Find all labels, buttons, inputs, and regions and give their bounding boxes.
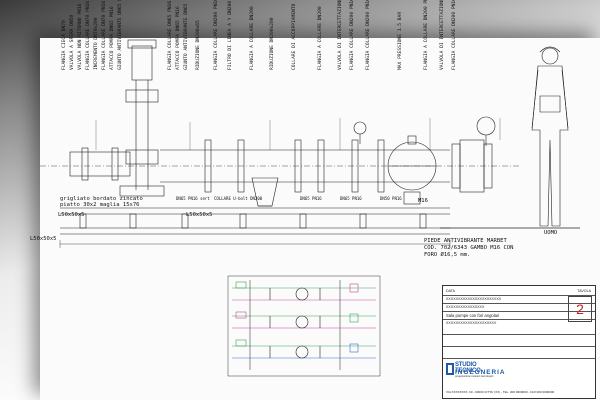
pump-motor bbox=[131, 45, 153, 81]
small-label-5: DN50 PN16 bbox=[380, 196, 402, 201]
component-label: FLANGIA CIECA DN70 bbox=[62, 20, 67, 70]
small-label-3: DN65 PN16 bbox=[300, 196, 322, 201]
foot-note: PIEDE ANTIVIBRANTE MARBET COD. 702/6343 … bbox=[424, 238, 514, 258]
human-figure bbox=[531, 46, 569, 227]
component-label: FILTRO DI LINEA A Y DN200 PN16 bbox=[228, 0, 233, 70]
sheet-label: TAVOLA bbox=[577, 289, 591, 293]
component-label: FLANGIA COLLARE DN200 PN16 bbox=[350, 0, 355, 70]
component-label: FLANGIA COLLARE DN65 PN16 bbox=[168, 0, 173, 70]
component-label: FLANGIA COLLARE DN70 PN16 bbox=[86, 0, 91, 70]
component-label: VALVOLA DI INTERCETTAZIONE bbox=[440, 0, 445, 70]
small-label-4: DN65 PN16 bbox=[340, 196, 362, 201]
grating-note: grigliato bordato zincato piatto 30x2 ma… bbox=[60, 196, 143, 208]
small-label-1: DN65 PN16 sert bbox=[176, 196, 210, 201]
beam-label-right: L50x50x5 bbox=[186, 212, 213, 218]
beam-label-left: L50x50x5 bbox=[58, 212, 85, 218]
company-logo: STUDIO TECNICO INGEGNERIA progettazione … bbox=[445, 362, 504, 378]
component-label: FLANGIA COLLARE DN200 PN16 bbox=[214, 0, 219, 70]
component-label: FLANGIA COLLARE DN70 PN16 bbox=[102, 0, 107, 70]
component-label: RIDUZIONE DN200x200 bbox=[270, 17, 275, 70]
component-label: VALVOLA A SFERA DN50 bbox=[70, 14, 75, 70]
marker-label: M16 bbox=[418, 198, 428, 204]
title-block: DATA XXXXXXXXXXXXXXXXXXXXXXX XXXXXXXXXXX… bbox=[442, 285, 596, 399]
component-label: COLLARE DI ACCOPPIAMENTO bbox=[292, 3, 297, 70]
hydraulic-schematic bbox=[227, 275, 381, 377]
title-row-1: XXXXXXXXXXXXXXXXXXXXXXX bbox=[446, 297, 502, 301]
dimension-label: L50x50x5 bbox=[30, 236, 57, 242]
component-label: GIUNTO ANTIVIBRANTE DN65 bbox=[184, 3, 189, 70]
component-label: INCREMENTO DN70x200 bbox=[94, 17, 99, 70]
title-row-date: DATA bbox=[446, 289, 456, 293]
title-row-3: Sala pompe con fori angolari bbox=[446, 313, 500, 318]
component-label: FLANGIA COLLARE DN200 PN16 bbox=[366, 0, 371, 70]
component-label: ATTACCO POMPA DN65 PN16 bbox=[110, 6, 115, 70]
title-row-2: XXXXXXXXXXXXXXXX bbox=[446, 305, 485, 309]
component-label: GIUNTO ANTIVIBRANTE DN65 PN16 bbox=[118, 0, 123, 70]
company-address: VIA XXXXXXXX, 00 - 00000 CITTA' (XX) - T… bbox=[446, 390, 555, 394]
logo-mark-icon bbox=[446, 363, 454, 375]
figure-caption: UOMO bbox=[544, 230, 558, 236]
component-label: FLANGIA COLLARE DN200 PN16 bbox=[452, 0, 457, 70]
title-row-4: XXXXXXXXXXXXXXXXXXXXX bbox=[446, 321, 497, 325]
component-label: FLANGIA A COLLARE DN200 bbox=[250, 6, 255, 70]
component-label: FLANGIA A COLLARE DN200 PN16 bbox=[424, 0, 429, 70]
component-label: VALVOLA DI INTERCETTAZIONE bbox=[338, 0, 343, 70]
small-label-2: COLLARE U-bolt DN200 bbox=[214, 196, 263, 201]
component-label: MAX PRESSIONE 1.5 BAR bbox=[398, 11, 403, 70]
component-label: ATTACCO POMPA DN65 PN16 bbox=[176, 6, 181, 70]
sheet-number: 2 bbox=[568, 296, 592, 322]
component-label: VALVOLA NON RITORNO PN16 bbox=[78, 3, 83, 70]
component-label: RIDUZIONE DN200x65 bbox=[196, 20, 201, 70]
component-label: FLANGIA A COLLARE DN200 bbox=[318, 6, 323, 70]
